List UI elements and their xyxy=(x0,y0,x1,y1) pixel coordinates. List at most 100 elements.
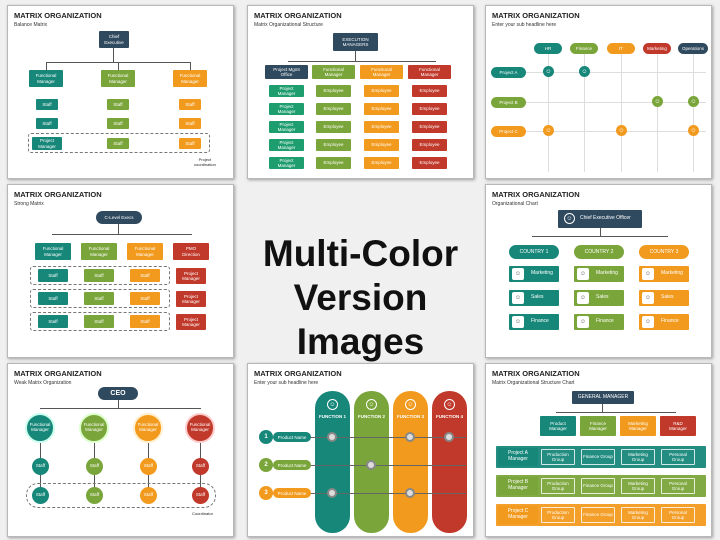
row-group xyxy=(30,289,170,308)
center-line-2: Version Images xyxy=(293,277,428,362)
slide-structure-chart[interactable]: MATRIX ORGANIZATION Matrix Organizationa… xyxy=(485,363,712,537)
node-dot xyxy=(444,432,454,442)
person-icon: ☺ xyxy=(512,316,524,328)
person-icon: ☺ xyxy=(688,125,699,136)
slide-title: MATRIX ORGANIZATION xyxy=(492,11,580,20)
slide-title: MATRIX ORGANIZATION xyxy=(492,190,580,199)
country-pill: COUNTRY 2 xyxy=(574,245,624,259)
staff-circle: Staff xyxy=(32,458,49,475)
person-icon: ☺ xyxy=(579,66,590,77)
dept-pill: IT xyxy=(607,43,635,54)
center-heading: Multi-Color Version Images xyxy=(247,232,474,364)
dept-pill: HR xyxy=(534,43,562,54)
group-cell: Finance Group xyxy=(581,449,615,465)
staff-box: Staff xyxy=(38,292,68,305)
slide-weak-matrix[interactable]: MATRIX ORGANIZATION Weak Matrix Organiza… xyxy=(7,363,234,537)
person-icon: ☺ xyxy=(577,292,589,304)
row-band xyxy=(496,475,706,497)
person-icon: ☺ xyxy=(512,292,524,304)
function-label: FUNCTION 1 xyxy=(319,414,346,419)
slide-title: MATRIX ORGANIZATION xyxy=(254,11,342,20)
function-icon: ☺ xyxy=(405,399,416,410)
staff-box: Staff xyxy=(38,269,68,282)
person-icon: ☺ xyxy=(642,292,654,304)
staff-box: Staff xyxy=(84,269,114,282)
staff-circle: Staff xyxy=(86,487,103,504)
product-pill: Product Name xyxy=(273,488,311,498)
function-label: FUNCTION 2 xyxy=(358,414,385,419)
slide-project-matrix[interactable]: MATRIX ORGANIZATION Enter your sub headl… xyxy=(485,5,712,179)
slide-matrix-structure[interactable]: MATRIX ORGANIZATION Matrix Organizationa… xyxy=(247,5,474,179)
country-pill: COUNTRY 1 xyxy=(509,245,559,259)
slide-subtitle: Weak Matrix Organization xyxy=(14,380,72,386)
slide-title: MATRIX ORGANIZATION xyxy=(254,369,342,378)
row-band xyxy=(496,504,706,526)
person-icon: ☺ xyxy=(577,268,589,280)
slide-subtitle: Organizational Chart xyxy=(492,201,538,207)
ceo-pill: CEO xyxy=(98,387,138,400)
slide-org-chart[interactable]: MATRIX ORGANIZATION Organizational Chart… xyxy=(485,184,712,358)
slide-strong-matrix[interactable]: MATRIX ORGANIZATION Strong Matrix C-Leve… xyxy=(7,184,234,358)
staff-circle: Staff xyxy=(192,487,209,504)
staff-box: Staff xyxy=(84,315,114,328)
project-pill: Project A xyxy=(491,67,526,78)
dept-pill: Finance xyxy=(570,43,598,54)
person-icon: ☺ xyxy=(512,268,524,280)
function-icon: ☺ xyxy=(366,399,377,410)
staff-box: Staff xyxy=(107,99,129,110)
staff-box: Staff xyxy=(179,118,201,129)
person-icon: ☺ xyxy=(642,268,654,280)
employee-box: Employee xyxy=(364,121,399,133)
employee-box: Employee xyxy=(364,103,399,115)
country-pill: COUNTRY 3 xyxy=(639,245,689,259)
slide-subtitle: Balance Matrix xyxy=(14,22,48,28)
employee-box: Employee xyxy=(412,157,447,169)
staff-circle: Staff xyxy=(192,458,209,475)
project-pill: Project C xyxy=(491,126,526,137)
slide-title: MATRIX ORGANIZATION xyxy=(14,190,102,199)
staff-box: Staff xyxy=(38,315,68,328)
staff-box: Staff xyxy=(107,138,129,149)
function-column xyxy=(432,391,467,533)
function-label: FUNCTION 4 xyxy=(436,414,463,419)
product-pill: Product Name xyxy=(273,432,311,442)
node-dot xyxy=(405,488,415,498)
number-circle: 3 xyxy=(259,486,273,500)
person-icon: ☺ xyxy=(652,96,663,107)
center-line-1: Multi-Color xyxy=(262,233,459,274)
coord-label: Coordinator xyxy=(192,511,213,516)
slide-balance-matrix[interactable]: MATRIX ORGANIZATION Balance Matrix Chief… xyxy=(7,5,234,179)
product-pill: Product Name xyxy=(273,460,311,470)
gm-box: GENERAL MANAGER xyxy=(572,391,634,404)
person-icon: ☺ xyxy=(577,316,589,328)
slide-title: MATRIX ORGANIZATION xyxy=(492,369,580,378)
slide-function-matrix[interactable]: MATRIX ORGANIZATION Enter your sub headl… xyxy=(247,363,474,537)
node-dot xyxy=(327,488,337,498)
node-dot xyxy=(327,432,337,442)
staff-circle: Staff xyxy=(140,458,157,475)
